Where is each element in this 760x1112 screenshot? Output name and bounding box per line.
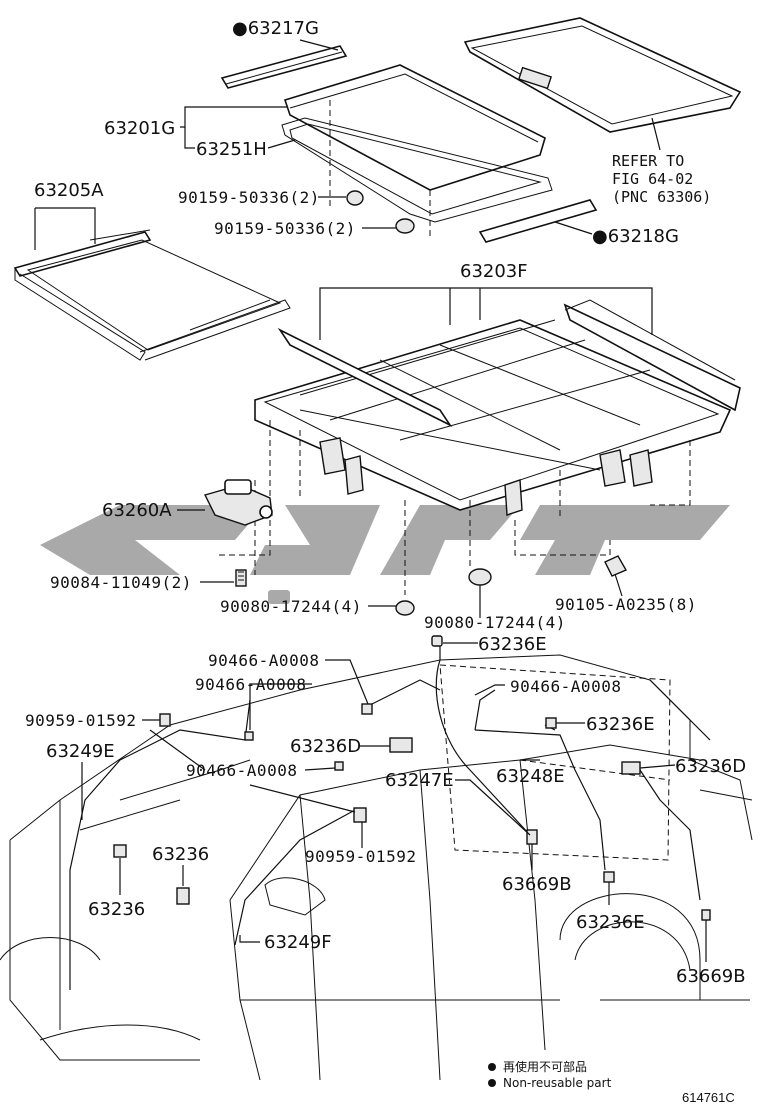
part-glass-panel	[283, 64, 546, 191]
part-90084-bolt	[235, 569, 247, 587]
label-90080-a: 90080-17244(4)	[220, 597, 362, 616]
watermark-logo	[40, 505, 730, 604]
part-90105-screw	[604, 555, 627, 577]
label-90159-a: 90159-50336(2)	[178, 188, 320, 207]
part-63203f-housing	[254, 299, 741, 511]
label-63249f: 63249F	[264, 932, 332, 953]
part-90159-bolt-a	[346, 190, 364, 206]
label-90159-b: 90159-50336(2)	[214, 219, 356, 238]
leader-63217g	[299, 39, 339, 51]
label-63236-a: 63236	[152, 844, 209, 865]
label-90466-b: 90466-A0008	[195, 675, 306, 694]
label-63249e: 63249E	[46, 741, 115, 762]
label-63205a: 63205A	[34, 180, 104, 201]
dash-glass	[329, 100, 431, 240]
label-ref-line1: REFER TO	[612, 152, 684, 170]
part-frame-brackets	[319, 437, 653, 516]
label-63669b-b: 63669B	[676, 966, 746, 987]
part-63205a-frame	[13, 229, 291, 361]
car-body-outline	[0, 654, 753, 1081]
label-90959-b: 90959-01592	[305, 847, 416, 866]
leader-90105	[614, 573, 623, 597]
label-90959-a: 90959-01592	[25, 711, 136, 730]
label-63236e-b: 63236E	[586, 714, 655, 735]
label-ref-line3: (PNC 63306)	[612, 188, 711, 206]
leader-63218g	[554, 221, 593, 235]
label-63236d-b: 63236D	[675, 756, 746, 777]
label-ref-line2: FIG 64-02	[612, 170, 693, 188]
label-63247e: 63247E	[385, 770, 454, 791]
label-63203f: 63203F	[460, 261, 528, 282]
label-63236-b: 63236	[88, 899, 145, 920]
leader-ref	[651, 117, 661, 151]
label-63218g: ●63218G	[592, 226, 679, 247]
legend-line-1: 再使用不可部品	[503, 1059, 587, 1074]
dash-roof-opening	[439, 664, 671, 861]
part-63217g-strip	[220, 45, 348, 89]
label-63217g: ●63217G	[232, 18, 319, 39]
label-90466-c: 90466-A0008	[510, 677, 621, 696]
part-90080-grommet-b	[468, 568, 492, 586]
label-90080-b: 90080-17244(4)	[424, 613, 566, 632]
part-63218g-strip	[478, 199, 598, 243]
leader-63205a	[34, 207, 96, 250]
leaders-lower	[81, 642, 707, 962]
label-90466-d: 90466-A0008	[186, 761, 297, 780]
legend-bullet-2	[488, 1079, 496, 1087]
part-clips	[113, 635, 711, 921]
legend: 再使用不可部品 Non-reusable part	[488, 1059, 612, 1090]
label-90105: 90105-A0235(8)	[555, 595, 697, 614]
label-63669b-a: 63669B	[502, 874, 572, 895]
dash-frame	[215, 420, 691, 595]
leader-63203f	[319, 287, 653, 340]
part-sunshade	[463, 17, 742, 133]
part-90159-bolt-b	[395, 218, 415, 234]
label-63236d-a: 63236D	[290, 736, 361, 757]
label-90084: 90084-11049(2)	[50, 573, 192, 592]
diagram-code: 614761C	[682, 1090, 735, 1105]
leader-63251h	[184, 127, 296, 149]
leader-63201g	[180, 106, 288, 128]
label-63236e-c: 63236E	[576, 912, 645, 933]
label-63201g: 63201G	[104, 118, 175, 139]
part-63260a-motor	[203, 479, 273, 526]
label-63260a: 63260A	[102, 500, 172, 521]
label-63236e-a: 63236E	[478, 634, 547, 655]
label-63248e: 63248E	[496, 766, 565, 787]
legend-bullet-1	[488, 1063, 496, 1071]
label-90466-a: 90466-A0008	[208, 651, 319, 670]
label-63251h: 63251H	[196, 139, 267, 160]
callout-labels: ●63217G 63201G 63251H REFER TO FIG 64-02…	[25, 18, 746, 987]
part-63251h-seal	[281, 117, 553, 223]
part-90080-grommet-a	[395, 600, 415, 616]
legend-line-2: Non-reusable part	[503, 1076, 612, 1090]
